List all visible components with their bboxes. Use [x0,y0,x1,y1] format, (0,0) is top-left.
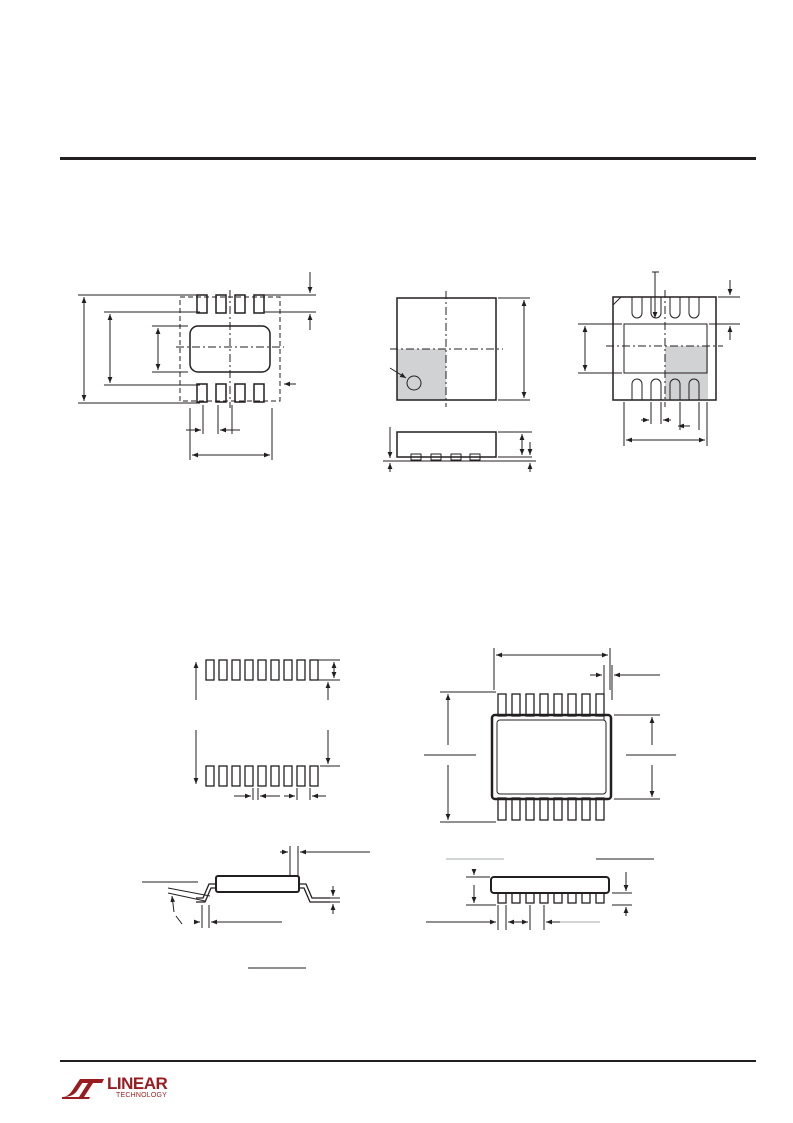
brand-tagline: TECHNOLOGY [116,1092,168,1099]
header-rule [60,157,756,160]
package-top-view [389,291,530,407]
ssop-front-view [426,858,654,930]
linear-technology-logo: LINEAR TECHNOLOGY [60,1072,170,1102]
footer-rule [60,1060,756,1062]
package-side-view [383,427,536,472]
ssop-side-view [142,846,370,969]
lt-logo-icon [62,1079,104,1099]
brand-name: LINEAR [107,1074,168,1093]
package-bottom-view [578,271,740,446]
ssop-recommended-footprint [193,659,340,800]
footprint-recommended-layout [78,272,316,460]
ssop-top-view [424,648,676,823]
